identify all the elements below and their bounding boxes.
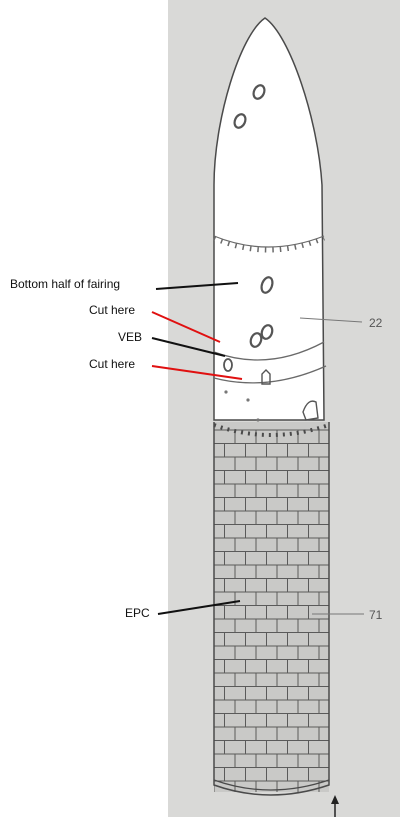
side-booster-attachment xyxy=(302,400,319,421)
porthole-veb-2 xyxy=(260,324,274,340)
rivet-3 xyxy=(256,418,260,422)
label-bottom-half-fairing: Bottom half of fairing xyxy=(10,277,121,291)
porthole-top-2 xyxy=(233,113,247,129)
porthole-mid xyxy=(260,276,274,294)
cut-line-lower xyxy=(213,365,327,384)
epc-outline xyxy=(213,422,330,796)
label-cut-here-upper: Cut here xyxy=(89,303,136,317)
porthole-top-1 xyxy=(252,84,266,100)
part-number-22: 22 xyxy=(369,316,383,330)
part-22-leader xyxy=(299,317,363,323)
leader-veb xyxy=(151,337,226,357)
rivet-2 xyxy=(246,398,250,402)
epc-stage xyxy=(213,422,330,796)
leader-cut-here-lower xyxy=(151,365,243,380)
porthole-veb-1 xyxy=(249,332,263,348)
part-number-71: 71 xyxy=(369,608,383,622)
bottom-arrow-head xyxy=(331,795,339,804)
epc-top-rim xyxy=(213,423,330,437)
epc-bottom-ring xyxy=(213,779,330,791)
leader-epc xyxy=(157,600,241,615)
veb-marker xyxy=(261,369,271,385)
label-veb: VEB xyxy=(118,330,143,344)
leader-cut-here-upper xyxy=(151,311,221,343)
label-cut-here-lower: Cut here xyxy=(89,357,136,371)
fairing-separation-line xyxy=(213,235,325,248)
veb-opening xyxy=(223,358,233,372)
fairing-outline xyxy=(213,17,325,421)
rivet-1 xyxy=(224,390,228,394)
leader-bottom-half-fairing xyxy=(155,282,239,290)
epc-body xyxy=(214,422,329,792)
label-epc: EPC xyxy=(125,606,150,620)
cut-line-upper xyxy=(213,341,325,361)
